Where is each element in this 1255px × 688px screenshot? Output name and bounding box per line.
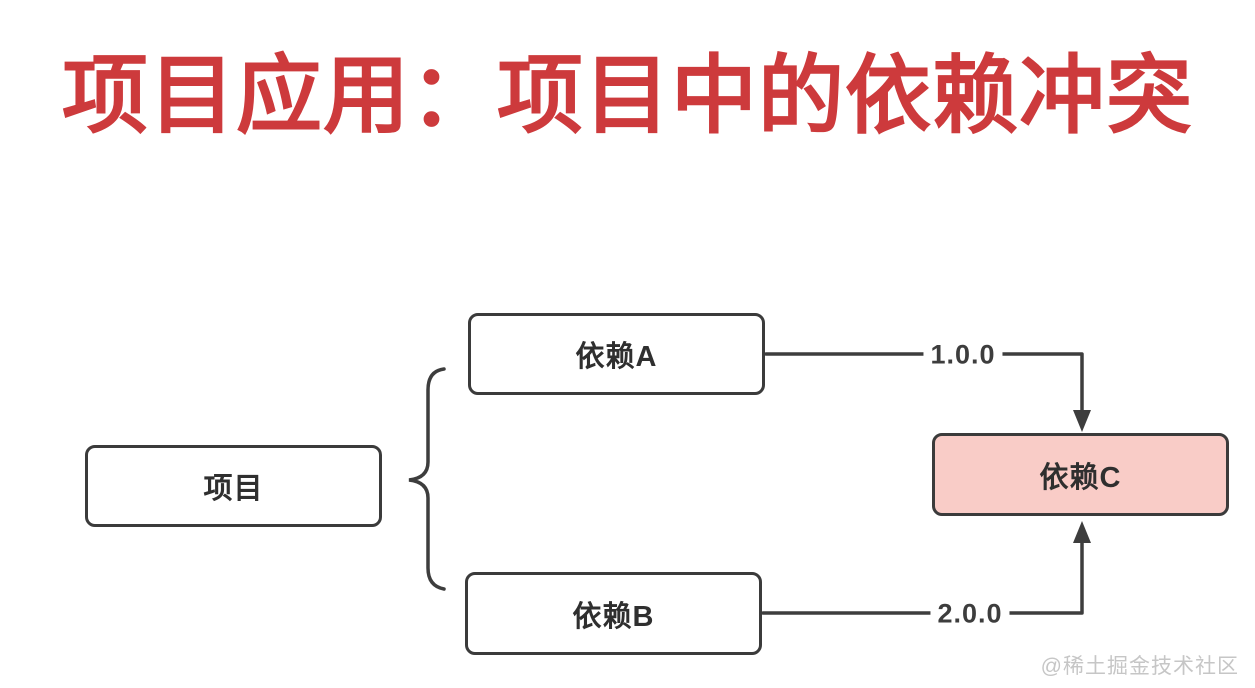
edge-b-to-c-line [761, 538, 1084, 615]
node-project-label: 项目 [203, 473, 264, 505]
watermark: @稀土掘金技术社区 [1040, 655, 1239, 678]
node-dep-c: 依赖C [932, 433, 1229, 516]
node-dep-b: 依赖B [465, 572, 762, 655]
page-title: 项目应用：项目中的依赖冲突 [62, 48, 1193, 144]
edge-a-to-c-arrowhead [1073, 410, 1091, 432]
edge-b-to-c-arrowhead [1073, 521, 1091, 543]
node-dep-a: 依赖A [468, 313, 765, 395]
node-dep-a-label: 依赖A [575, 341, 658, 373]
node-dep-c-label: 依赖C [1039, 461, 1122, 494]
node-dep-b-label: 依赖B [572, 600, 655, 633]
edge-b-version-label: 2.0.0 [930, 598, 1010, 630]
node-project: 项目 [85, 445, 382, 527]
curly-brace [408, 367, 446, 591]
edge-a-version-label: 1.0.0 [923, 339, 1003, 371]
